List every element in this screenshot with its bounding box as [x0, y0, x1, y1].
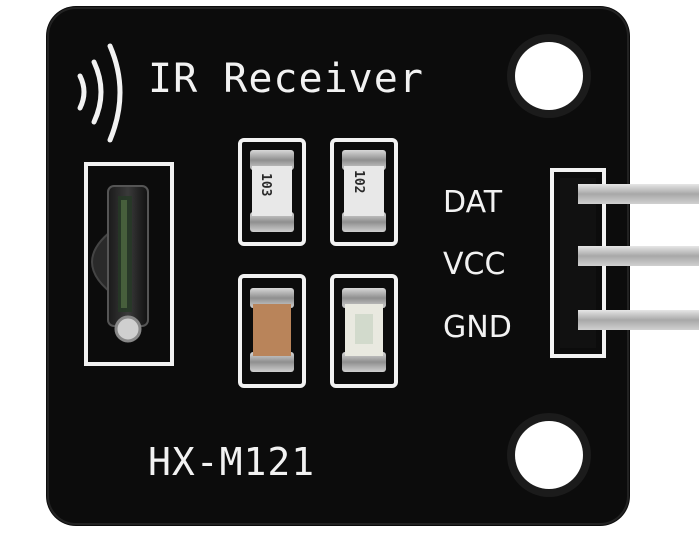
- board-model: HX-M121: [148, 440, 316, 484]
- outline-c1: [238, 274, 306, 388]
- board-title: IR Receiver: [148, 56, 424, 102]
- ir-solder-pad: [114, 315, 142, 343]
- smd-capacitor: [250, 288, 294, 372]
- header-pin-gnd: [578, 310, 699, 330]
- header-pin-dat: [578, 184, 699, 204]
- resistor-code-r2: 102: [351, 170, 366, 194]
- header-pin-vcc: [578, 246, 699, 266]
- pin-label-vcc: VCC: [443, 247, 506, 282]
- ir-receiver-outline: [84, 162, 174, 366]
- outline-r1: [238, 138, 306, 246]
- smd-resistor-r2: [342, 150, 386, 232]
- resistor-code-r1: 103: [258, 173, 273, 197]
- pin-label-dat: DAT: [443, 185, 503, 220]
- mounting-hole-top: [507, 34, 591, 118]
- mounting-hole-bottom: [507, 413, 591, 497]
- outline-led: [330, 274, 398, 388]
- outline-r2: [330, 138, 398, 246]
- smd-led: [342, 288, 386, 372]
- pin-label-gnd: GND: [443, 310, 512, 345]
- smd-resistor-r1: [250, 150, 294, 232]
- pcb-board: [46, 6, 630, 526]
- ir-wave-icon: [77, 43, 123, 143]
